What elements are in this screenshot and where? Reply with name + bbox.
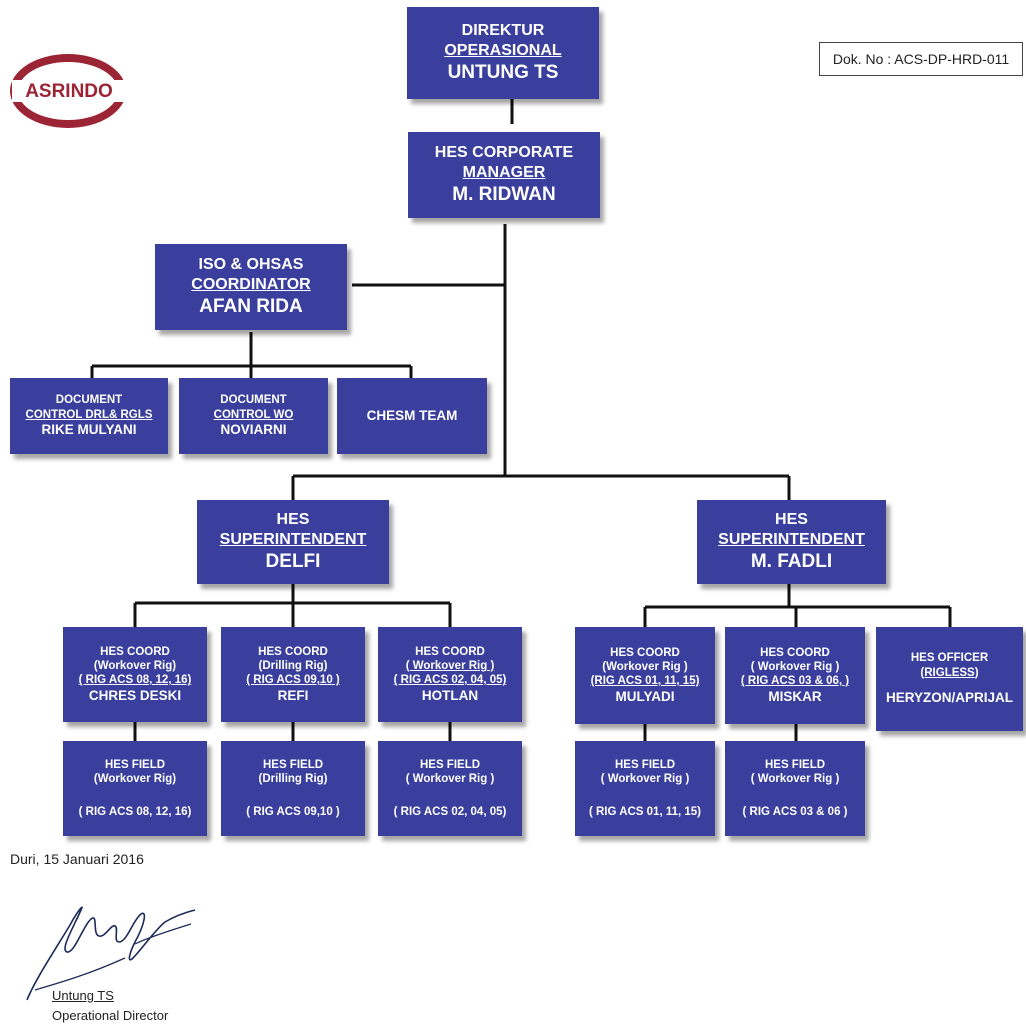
chesm-team-name: CHESM TEAM xyxy=(366,407,458,423)
coord-mulyadi-box: HES COORD (Workover Rig ) (RIG ACS 01, 1… xyxy=(575,627,715,724)
iso-coordinator-name: AFAN RIDA xyxy=(199,296,303,318)
place-date: Duri, 15 Januari 2016 xyxy=(10,851,144,867)
doc-control-wo-box: DOCUMENT CONTROL WO NOVIARNI xyxy=(179,378,328,454)
field-5-title: HES FIELD xyxy=(764,758,826,771)
coord-mulyadi-rigs: (RIG ACS 01, 11, 15) xyxy=(590,675,700,688)
director-title: DIREKTUR xyxy=(461,22,545,40)
coord-refi-rigs: ( RIG ACS 09,10 ) xyxy=(246,674,340,687)
field-3-type: ( Workover Rig ) xyxy=(405,773,495,786)
superintendent-right-box: HES SUPERINTENDENT M. FADLI xyxy=(697,500,886,584)
field-2-title: HES FIELD xyxy=(262,758,324,771)
field-5-type: ( Workover Rig ) xyxy=(750,773,840,786)
field-1-title: HES FIELD xyxy=(104,758,166,771)
coord-mulyadi-type: (Workover Rig ) xyxy=(602,660,688,673)
field-4-title: HES FIELD xyxy=(614,758,676,771)
field-1-type: (Workover Rig) xyxy=(93,773,177,786)
field-5-box: HES FIELD ( Workover Rig ) ( RIG ACS 03 … xyxy=(725,741,865,836)
field-1-box: HES FIELD (Workover Rig) ( RIG ACS 08, 1… xyxy=(63,741,207,836)
coord-miskar-type: ( Workover Rig ) xyxy=(750,660,840,673)
coord-miskar-name: MISKAR xyxy=(768,688,822,704)
officer-rigless-type: (RIGLESS) xyxy=(920,666,979,679)
superintendent-right-name: M. FADLI xyxy=(750,551,833,573)
superintendent-left-name: DELFI xyxy=(265,551,321,573)
director-name: UNTUNG TS xyxy=(447,62,559,84)
superintendent-left-title: HES xyxy=(276,511,310,529)
signer-title: Operational Director xyxy=(52,1008,169,1023)
coord-hotlan-title: HES COORD xyxy=(415,645,485,658)
doc-control-drl-title: DOCUMENT xyxy=(55,394,123,407)
coord-chres-title: HES COORD xyxy=(100,645,170,658)
coord-hotlan-name: HOTLAN xyxy=(421,687,479,703)
iso-coordinator-box: ISO & OHSAS COORDINATOR AFAN RIDA xyxy=(155,244,347,330)
signer-name: Untung TS xyxy=(52,988,114,1003)
coord-chres-rigs: ( RIG ACS 08, 12, 16) xyxy=(78,674,192,687)
field-3-box: HES FIELD ( Workover Rig ) ( RIG ACS 02,… xyxy=(378,741,522,836)
field-4-box: HES FIELD ( Workover Rig ) ( RIG ACS 01,… xyxy=(575,741,715,836)
hes-manager-title: HES CORPORATE xyxy=(434,144,574,162)
hes-manager-name: M. RIDWAN xyxy=(452,184,556,206)
hes-manager-subtitle: MANAGER xyxy=(462,164,546,182)
coord-hotlan-box: HES COORD ( Workover Rig ) ( RIG ACS 02,… xyxy=(378,627,522,722)
doc-control-drl-box: DOCUMENT CONTROL DRL& RGLS RIKE MULYANI xyxy=(10,378,168,454)
superintendent-right-title: HES xyxy=(775,511,808,529)
coord-hotlan-rigs: ( RIG ACS 02, 04, 05) xyxy=(393,674,507,687)
coord-refi-type: (Drilling Rig) xyxy=(258,659,328,672)
officer-rigless-name: HERYZON/APRIJAL xyxy=(885,689,1013,705)
field-5-rigs: ( RIG ACS 03 & 06 ) xyxy=(742,805,848,818)
field-4-rigs: ( RIG ACS 01, 11, 15) xyxy=(588,805,702,818)
doc-control-drl-name: RIKE MULYANI xyxy=(41,421,137,437)
iso-coordinator-subtitle: COORDINATOR xyxy=(191,276,311,294)
coord-miskar-rigs: ( RIG ACS 03 & 06, ) xyxy=(740,675,850,688)
svg-text:ASRINDO: ASRINDO xyxy=(25,81,113,102)
field-4-type: ( Workover Rig ) xyxy=(600,773,690,786)
field-2-rigs: ( RIG ACS 09,10 ) xyxy=(246,805,340,818)
chesm-team-box: CHESM TEAM xyxy=(337,378,487,454)
hes-manager-box: HES CORPORATE MANAGER M. RIDWAN xyxy=(408,132,600,218)
coord-mulyadi-name: MULYADI xyxy=(615,688,675,704)
director-subtitle: OPERASIONAL xyxy=(444,42,562,60)
coord-mulyadi-title: HES COORD xyxy=(610,646,680,659)
coord-chres-name: CHRES DESKI xyxy=(88,687,182,703)
signature-image xyxy=(26,906,196,1001)
coord-refi-name: REFI xyxy=(277,687,309,703)
field-2-type: (Drilling Rig) xyxy=(258,773,328,786)
asrindo-logo: ASRINDO xyxy=(10,54,126,128)
coord-miskar-box: HES COORD ( Workover Rig ) ( RIG ACS 03 … xyxy=(725,627,865,724)
officer-rigless-box: HES OFFICER (RIGLESS) HERYZON/APRIJAL xyxy=(876,627,1023,731)
field-3-rigs: ( RIG ACS 02, 04, 05) xyxy=(393,805,507,818)
coord-hotlan-type: ( Workover Rig ) xyxy=(405,659,495,672)
field-2-box: HES FIELD (Drilling Rig) ( RIG ACS 09,10… xyxy=(221,741,365,836)
doc-control-wo-subtitle: CONTROL WO xyxy=(213,408,294,421)
superintendent-left-subtitle: SUPERINTENDENT xyxy=(219,531,367,549)
coord-chres-box: HES COORD (Workover Rig) ( RIG ACS 08, 1… xyxy=(63,627,207,722)
document-number: Dok. No : ACS-DP-HRD-011 xyxy=(819,42,1023,76)
director-box: DIREKTUR OPERASIONAL UNTUNG TS xyxy=(407,7,599,99)
coord-refi-box: HES COORD (Drilling Rig) ( RIG ACS 09,10… xyxy=(221,627,365,722)
coord-chres-type: (Workover Rig) xyxy=(93,659,177,672)
officer-rigless-title: HES OFFICER xyxy=(910,652,989,665)
superintendent-right-subtitle: SUPERINTENDENT xyxy=(718,531,865,549)
coord-refi-title: HES COORD xyxy=(258,645,328,658)
doc-control-wo-title: DOCUMENT xyxy=(220,394,287,407)
field-1-rigs: ( RIG ACS 08, 12, 16) xyxy=(78,805,192,818)
doc-control-wo-name: NOVIARNI xyxy=(220,421,287,437)
coord-miskar-title: HES COORD xyxy=(760,646,830,659)
field-3-title: HES FIELD xyxy=(419,758,481,771)
iso-coordinator-title: ISO & OHSAS xyxy=(198,256,304,274)
doc-control-drl-subtitle: CONTROL DRL& RGLS xyxy=(25,408,153,421)
superintendent-left-box: HES SUPERINTENDENT DELFI xyxy=(197,500,389,584)
